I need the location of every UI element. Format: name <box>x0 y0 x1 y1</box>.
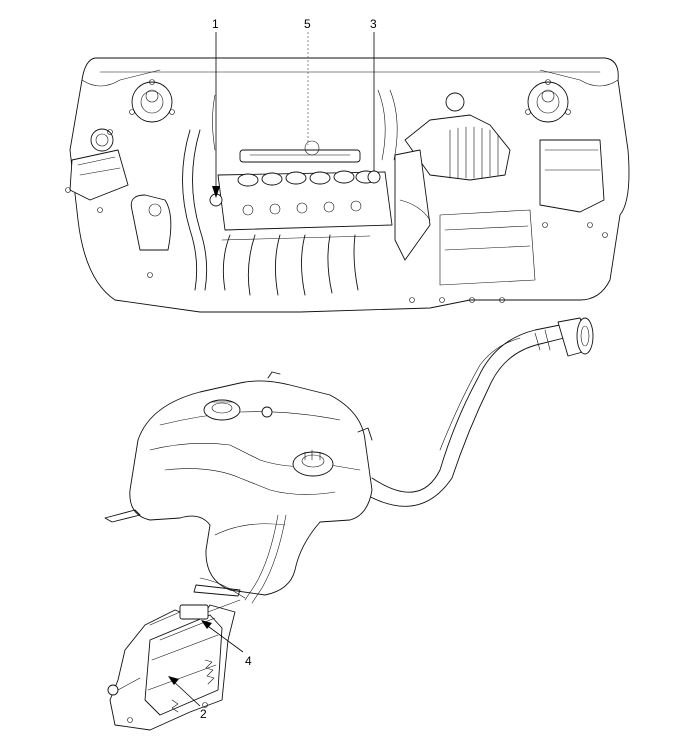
spark-plug-wells <box>242 200 362 216</box>
callout-label-2: 2 <box>200 707 207 721</box>
callout-4: 4 <box>201 620 252 668</box>
left-strut-tower <box>129 79 175 123</box>
callout-label-5: 5 <box>304 17 311 31</box>
callout-2: 2 <box>168 676 207 721</box>
intake-fins <box>449 126 499 179</box>
fuel-tank-illustration <box>104 317 594 604</box>
callout-5: 5 <box>304 17 311 145</box>
callout-label-3: 3 <box>370 17 377 31</box>
callout-1: 1 <box>212 17 220 198</box>
coil-packs <box>237 170 377 187</box>
right-strut-tower <box>525 79 571 123</box>
evap-canister-illustration <box>107 599 241 731</box>
callout-label-4: 4 <box>245 654 252 668</box>
callout-label-1: 1 <box>212 17 219 31</box>
callout-3: 3 <box>370 17 377 171</box>
engine-bay-bolts <box>65 129 608 303</box>
engine-bay-illustration <box>65 57 630 313</box>
